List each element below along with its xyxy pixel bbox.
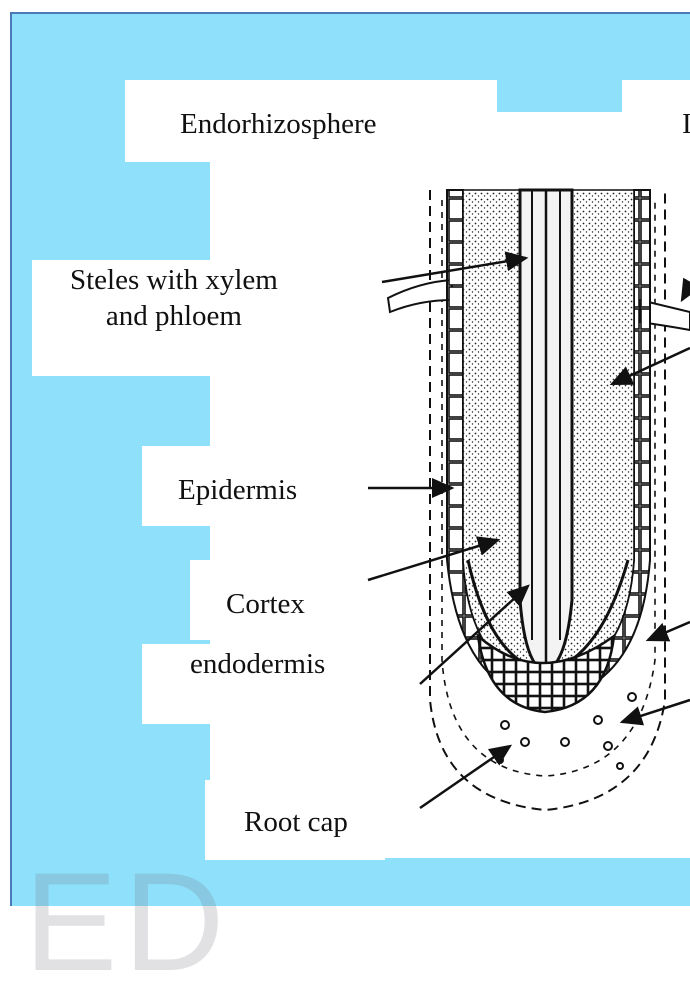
root-diagram: [0, 0, 690, 934]
pointer-rootcap: [420, 746, 510, 808]
watermark: ED: [24, 852, 230, 992]
pointer-right-top: [682, 286, 690, 300]
pointer-right-3: [622, 700, 690, 722]
root-hair-left: [388, 280, 452, 312]
